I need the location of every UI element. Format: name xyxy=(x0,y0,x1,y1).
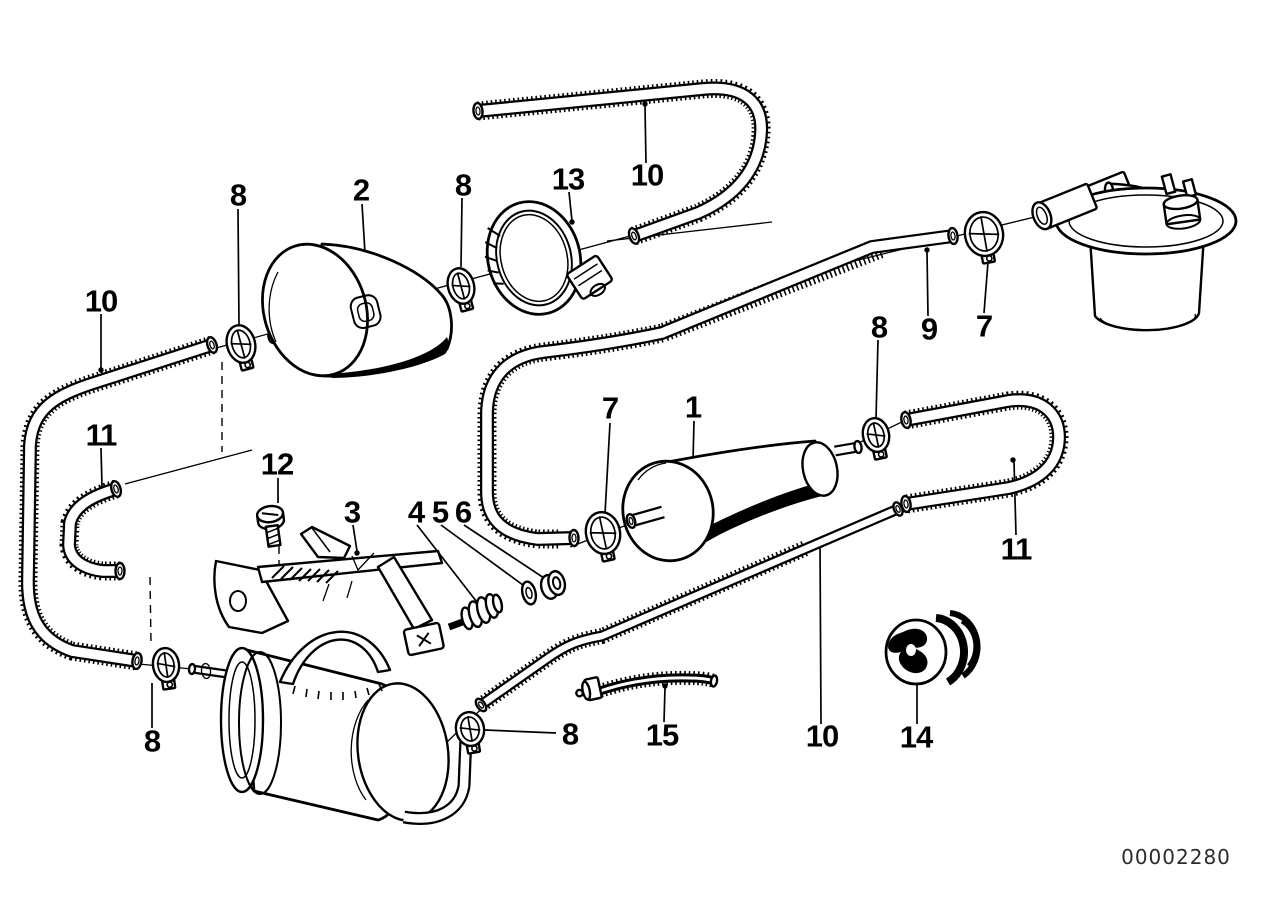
part-callout-10-4: 10 xyxy=(630,157,664,193)
clamp-8-tank-right xyxy=(454,710,486,755)
bracket-end-plate xyxy=(402,621,445,657)
clamp-8-canister-right xyxy=(446,267,476,313)
part-callout-14-22: 14 xyxy=(899,719,933,755)
part-callout-8-19: 8 xyxy=(561,716,579,752)
washer-5 xyxy=(520,580,538,606)
part-callout-7-12: 7 xyxy=(601,390,619,426)
clamp-8-pump-right xyxy=(861,416,891,461)
part-callout-8-18: 8 xyxy=(143,723,161,759)
part-callout-3-8: 3 xyxy=(343,494,361,530)
document-number: 00002280 xyxy=(1121,845,1231,869)
clamp-screw-housing xyxy=(566,254,613,300)
part-callout-5-10: 5 xyxy=(431,494,449,530)
clamp-8-tank-left xyxy=(151,646,181,691)
expansion-tank xyxy=(187,630,474,825)
buffer-washer-nut xyxy=(447,570,567,631)
grommet-14 xyxy=(884,610,981,686)
part-callout-4-9: 4 xyxy=(407,494,425,530)
hose-10-left xyxy=(18,335,219,671)
screw-12 xyxy=(255,504,286,548)
part-callout-15-20: 15 xyxy=(645,717,679,753)
clamp-7-pump-left xyxy=(584,510,622,563)
hose-10-top xyxy=(472,78,771,245)
hose-15 xyxy=(575,670,719,702)
part-callout-1-13: 1 xyxy=(684,389,702,425)
part-callout-2-1: 2 xyxy=(352,172,370,208)
mounting-bracket xyxy=(213,525,445,657)
part-callout-11-17: 11 xyxy=(1000,531,1033,567)
part-callout-10-21: 10 xyxy=(805,718,839,754)
canister-2 xyxy=(261,242,453,378)
hose-11-left xyxy=(59,479,126,581)
part-callout-8-2: 8 xyxy=(454,167,472,203)
part-callout-6-11: 6 xyxy=(454,494,472,530)
filter-strainer xyxy=(1162,194,1202,230)
hose-clamp-13 xyxy=(484,200,613,316)
clamp-8-canister-left xyxy=(225,324,257,372)
fuel-line-10-bottom xyxy=(474,501,904,713)
hose-clamps xyxy=(151,210,1005,755)
bracket-slot-hatch xyxy=(271,565,339,584)
clamp-7-filter xyxy=(963,210,1005,265)
part-callout-10-5: 10 xyxy=(84,283,118,319)
filter-inlet-tube xyxy=(1031,182,1098,231)
part-callout-11-6: 11 xyxy=(85,417,118,453)
part-callout-13-3: 13 xyxy=(551,161,585,197)
fuel-line-9-and-hose xyxy=(477,226,959,549)
rubber-buffer-4 xyxy=(460,593,504,631)
part-callout-8-0: 8 xyxy=(229,177,247,213)
hose-11-right xyxy=(900,390,1069,514)
fuel-filter-unit xyxy=(1031,170,1238,332)
fuel-pump-1 xyxy=(621,439,863,563)
part-callout-7-16: 7 xyxy=(975,308,993,344)
part-callout-9-15: 9 xyxy=(920,311,938,347)
canister-emblem xyxy=(349,294,382,330)
nut-6 xyxy=(539,570,567,600)
tank-saddle xyxy=(278,630,392,700)
part-callout-8-14: 8 xyxy=(870,309,888,345)
part-callout-12-7: 12 xyxy=(260,446,294,482)
leader-lines xyxy=(98,101,1017,734)
